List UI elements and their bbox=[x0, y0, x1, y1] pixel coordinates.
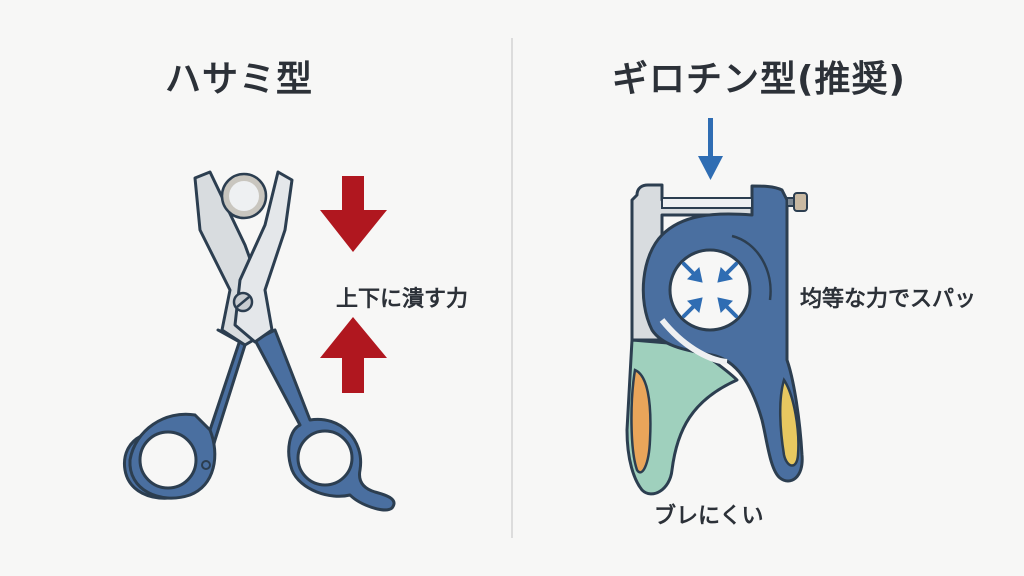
arrow-up-icon bbox=[320, 317, 387, 393]
scissors-clipper-icon bbox=[122, 170, 396, 512]
even-force-label: 均等な力でスパッ bbox=[800, 287, 977, 312]
guillotine-type-title: ギロチン型(推奨) bbox=[612, 59, 906, 100]
arrow-down-icon bbox=[698, 118, 723, 180]
scissors-type-title: ハサミ型 bbox=[165, 59, 314, 100]
scissors-type-panel: ハサミ型 上下に潰す力 bbox=[122, 59, 469, 512]
inward-arrows-icon bbox=[682, 262, 738, 318]
stability-label: ブレにくい bbox=[654, 504, 764, 529]
crush-force-label: 上下に潰す力 bbox=[336, 287, 469, 312]
arrow-down-icon bbox=[320, 176, 387, 252]
panel-divider bbox=[511, 38, 513, 538]
guillotine-type-panel: ギロチン型(推奨) bbox=[512, 0, 1024, 576]
